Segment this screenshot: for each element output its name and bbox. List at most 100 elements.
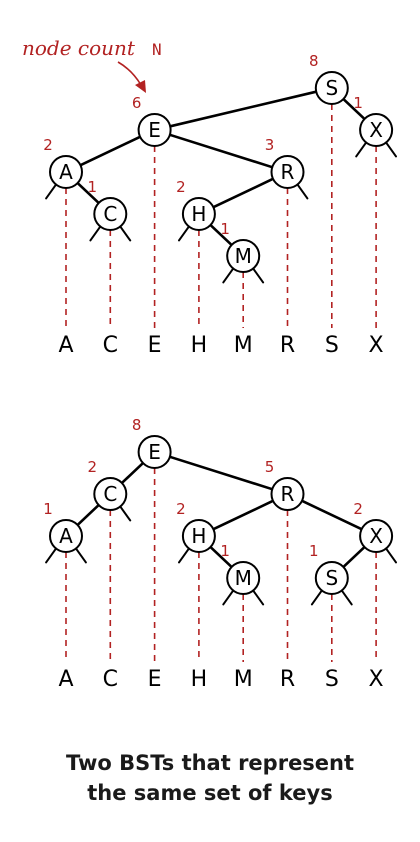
node-key-label: M [235, 566, 252, 590]
edge-e-r [168, 133, 274, 169]
edge-s-x [342, 97, 366, 121]
node-key-label: C [103, 482, 117, 506]
tree-node-a: A1 [43, 500, 83, 553]
axis-key-e: E [148, 667, 162, 692]
null-link-left [45, 547, 58, 564]
null-link-left [222, 267, 235, 284]
null-link-right [340, 589, 353, 606]
tree-node-e: E8 [132, 416, 172, 469]
axis-key-s: S [325, 667, 339, 692]
edge-r-x [300, 499, 363, 531]
tree-node-r: R5 [265, 458, 305, 511]
null-link-left [45, 183, 58, 200]
axis-key-e: E [148, 333, 162, 358]
node-count-label: 1 [353, 94, 363, 112]
edge-c-a [76, 503, 100, 527]
axis-key-m: M [234, 667, 253, 692]
tree-node-a: A2 [43, 136, 83, 189]
axis-key-c: C [103, 667, 118, 692]
node-key-label: S [325, 76, 338, 100]
tree-node-c: C1 [88, 178, 128, 231]
tree-node-h: H2 [176, 178, 216, 231]
edge-s-e [168, 90, 318, 128]
node-circle [49, 519, 83, 553]
null-link-right [296, 183, 309, 200]
edge-e-c [120, 461, 145, 485]
null-link-left [222, 589, 235, 606]
figure-caption: Two BSTs that represent the same set of … [0, 748, 420, 808]
edge-a-c [76, 181, 100, 205]
node-circle [359, 519, 394, 553]
node-count-label: 2 [353, 500, 363, 518]
node-circle [93, 477, 128, 511]
node-circle [49, 155, 83, 189]
null-link-right [119, 225, 132, 242]
null-link-left [177, 225, 190, 242]
edge-e-r [168, 455, 274, 491]
node-count-label: 6 [132, 94, 142, 112]
node-count-label: 2 [176, 500, 186, 518]
edge-r-h [212, 177, 275, 209]
node-key-label: E [148, 118, 161, 142]
node-count-label: 8 [132, 416, 142, 434]
axis-key-h: H [191, 333, 208, 358]
edge-x-s [342, 545, 366, 569]
node-count-legend: node count N [22, 36, 162, 93]
axis-key-r: R [280, 667, 295, 692]
edge-h-m [209, 545, 233, 569]
node-circle [314, 561, 349, 595]
axis-key-x: X [369, 667, 384, 692]
node-key-label: X [369, 118, 383, 142]
node-key-label: A [59, 160, 73, 184]
node-count-label: 3 [265, 136, 275, 154]
node-count-label: 2 [176, 178, 186, 196]
null-link-left [89, 225, 102, 242]
null-link-left [177, 547, 190, 564]
null-link-right [252, 267, 265, 284]
node-circle [181, 197, 216, 231]
node-key-label: M [235, 244, 252, 268]
legend-arrow-icon [117, 61, 142, 86]
node-circle [359, 113, 394, 147]
tree-node-m: M1 [220, 542, 261, 595]
node-circle [137, 113, 172, 147]
node-circle [93, 197, 128, 231]
null-link-right [385, 141, 398, 158]
tree-node-m: M1 [220, 220, 261, 273]
tree-node-s: S8 [309, 52, 349, 105]
null-link-left [310, 589, 323, 606]
tree-node-r: R3 [265, 136, 305, 189]
node-count-label: 1 [43, 500, 53, 518]
legend-symbol: N [152, 40, 162, 59]
node-count-label: 5 [265, 458, 275, 476]
edge-r-h [212, 499, 275, 531]
tree-node-c: C2 [88, 458, 128, 511]
node-key-label: S [325, 566, 338, 590]
axis-key-h: H [191, 667, 208, 692]
axis-key-c: C [103, 333, 118, 358]
tree-node-s: S1 [309, 542, 349, 595]
node-count-label: 2 [43, 136, 53, 154]
legend-label: node count [22, 36, 136, 60]
node-count-label: 1 [88, 178, 98, 196]
node-circle [314, 71, 349, 105]
node-circle [270, 155, 305, 189]
axis-key-a: A [58, 667, 73, 692]
edge-h-m [209, 223, 233, 247]
tree-node-x: X1 [353, 94, 394, 147]
node-key-label: R [281, 160, 295, 184]
node-circle [226, 239, 261, 273]
caption-line-1: Two BSTs that represent [65, 751, 355, 775]
null-link-left [355, 141, 368, 158]
null-link-right [252, 589, 265, 606]
tree-node-e: E6 [132, 94, 172, 147]
axis-key-m: M [234, 333, 253, 358]
node-count-label: 1 [220, 542, 230, 560]
node-key-label: C [103, 202, 117, 226]
caption-line-2: the same set of keys [87, 781, 333, 805]
node-circle [226, 561, 261, 595]
axis-key-s: S [325, 333, 339, 358]
node-count-label: 1 [220, 220, 230, 238]
